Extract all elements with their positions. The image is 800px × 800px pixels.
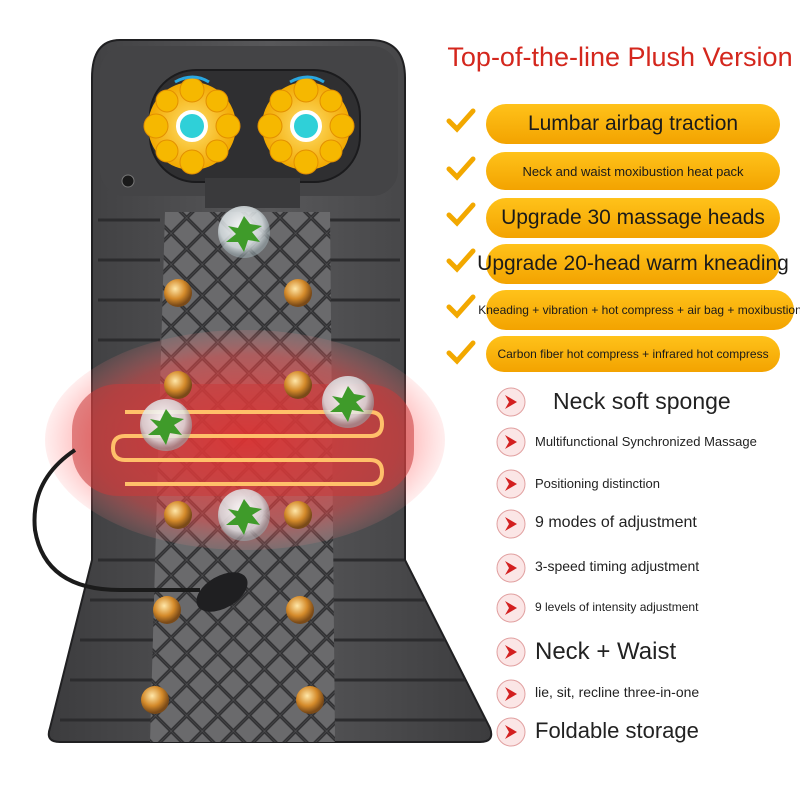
checkmark-icon [446, 340, 476, 365]
spec-label: 9 modes of adjustment [535, 514, 697, 531]
checkmark-icon [446, 108, 476, 133]
spec-item: Foldable storage [495, 716, 800, 756]
feature-label: Upgrade 20-head warm kneading [477, 244, 789, 284]
feature-item: Neck and waist moxibustion heat pack [440, 152, 800, 192]
spec-label: Multifunctional Synchronized Massage [535, 434, 757, 449]
feature-item: Upgrade 20-head warm kneading [440, 244, 800, 284]
red-arrow-icon [496, 469, 526, 499]
feature-item: Upgrade 30 massage heads [440, 198, 800, 238]
red-arrow-icon [496, 553, 526, 583]
spec-item: lie, sit, recline three-in-one [495, 678, 800, 718]
feature-label: Upgrade 30 massage heads [486, 198, 780, 238]
spec-item: 9 levels of intensity adjustment [495, 592, 800, 632]
red-arrow-icon [496, 387, 526, 417]
spec-label: Positioning distinction [535, 476, 661, 491]
spec-label: 3-speed timing adjustment [535, 558, 700, 574]
spec-label: 9 levels of intensity adjustment [535, 600, 699, 614]
feature-label: Lumbar airbag traction [486, 104, 780, 144]
red-arrow-icon [496, 509, 526, 539]
red-arrow-icon [496, 717, 526, 747]
spec-item: Neck soft sponge [495, 386, 800, 426]
feature-item: Kneading + vibration + hot compress + ai… [440, 290, 800, 330]
spec-item: Multifunctional Synchronized Massage [495, 426, 800, 466]
red-arrow-icon [496, 593, 526, 623]
feature-item: Carbon fiber hot compress + infrared hot… [440, 336, 800, 376]
spec-item: 9 modes of adjustment [495, 508, 800, 548]
red-arrow-icon [496, 679, 526, 709]
feature-label: Carbon fiber hot compress + infrared hot… [486, 336, 780, 372]
checkmark-icon [446, 294, 476, 319]
spec-label: Neck + Waist [535, 638, 677, 665]
checkmark-icon [446, 202, 476, 227]
red-arrow-icon [496, 427, 526, 457]
spec-item: 3-speed timing adjustment [495, 552, 800, 592]
spec-label: Neck soft sponge [553, 388, 731, 414]
feature-label: Kneading + vibration + hot compress + ai… [478, 290, 800, 330]
red-arrow-icon [496, 637, 526, 667]
feature-label: Neck and waist moxibustion heat pack [486, 152, 780, 190]
spec-item: Positioning distinction [495, 468, 800, 508]
feature-item: Lumbar airbag traction [440, 104, 800, 144]
spec-label: Foldable storage [535, 718, 699, 743]
spec-item: Neck + Waist [495, 636, 800, 676]
checkmark-icon [446, 156, 476, 181]
checkmark-icon [446, 248, 476, 273]
spec-label: lie, sit, recline three-in-one [535, 684, 700, 700]
page-title: Top-of-the-line Plush Version [447, 42, 793, 72]
